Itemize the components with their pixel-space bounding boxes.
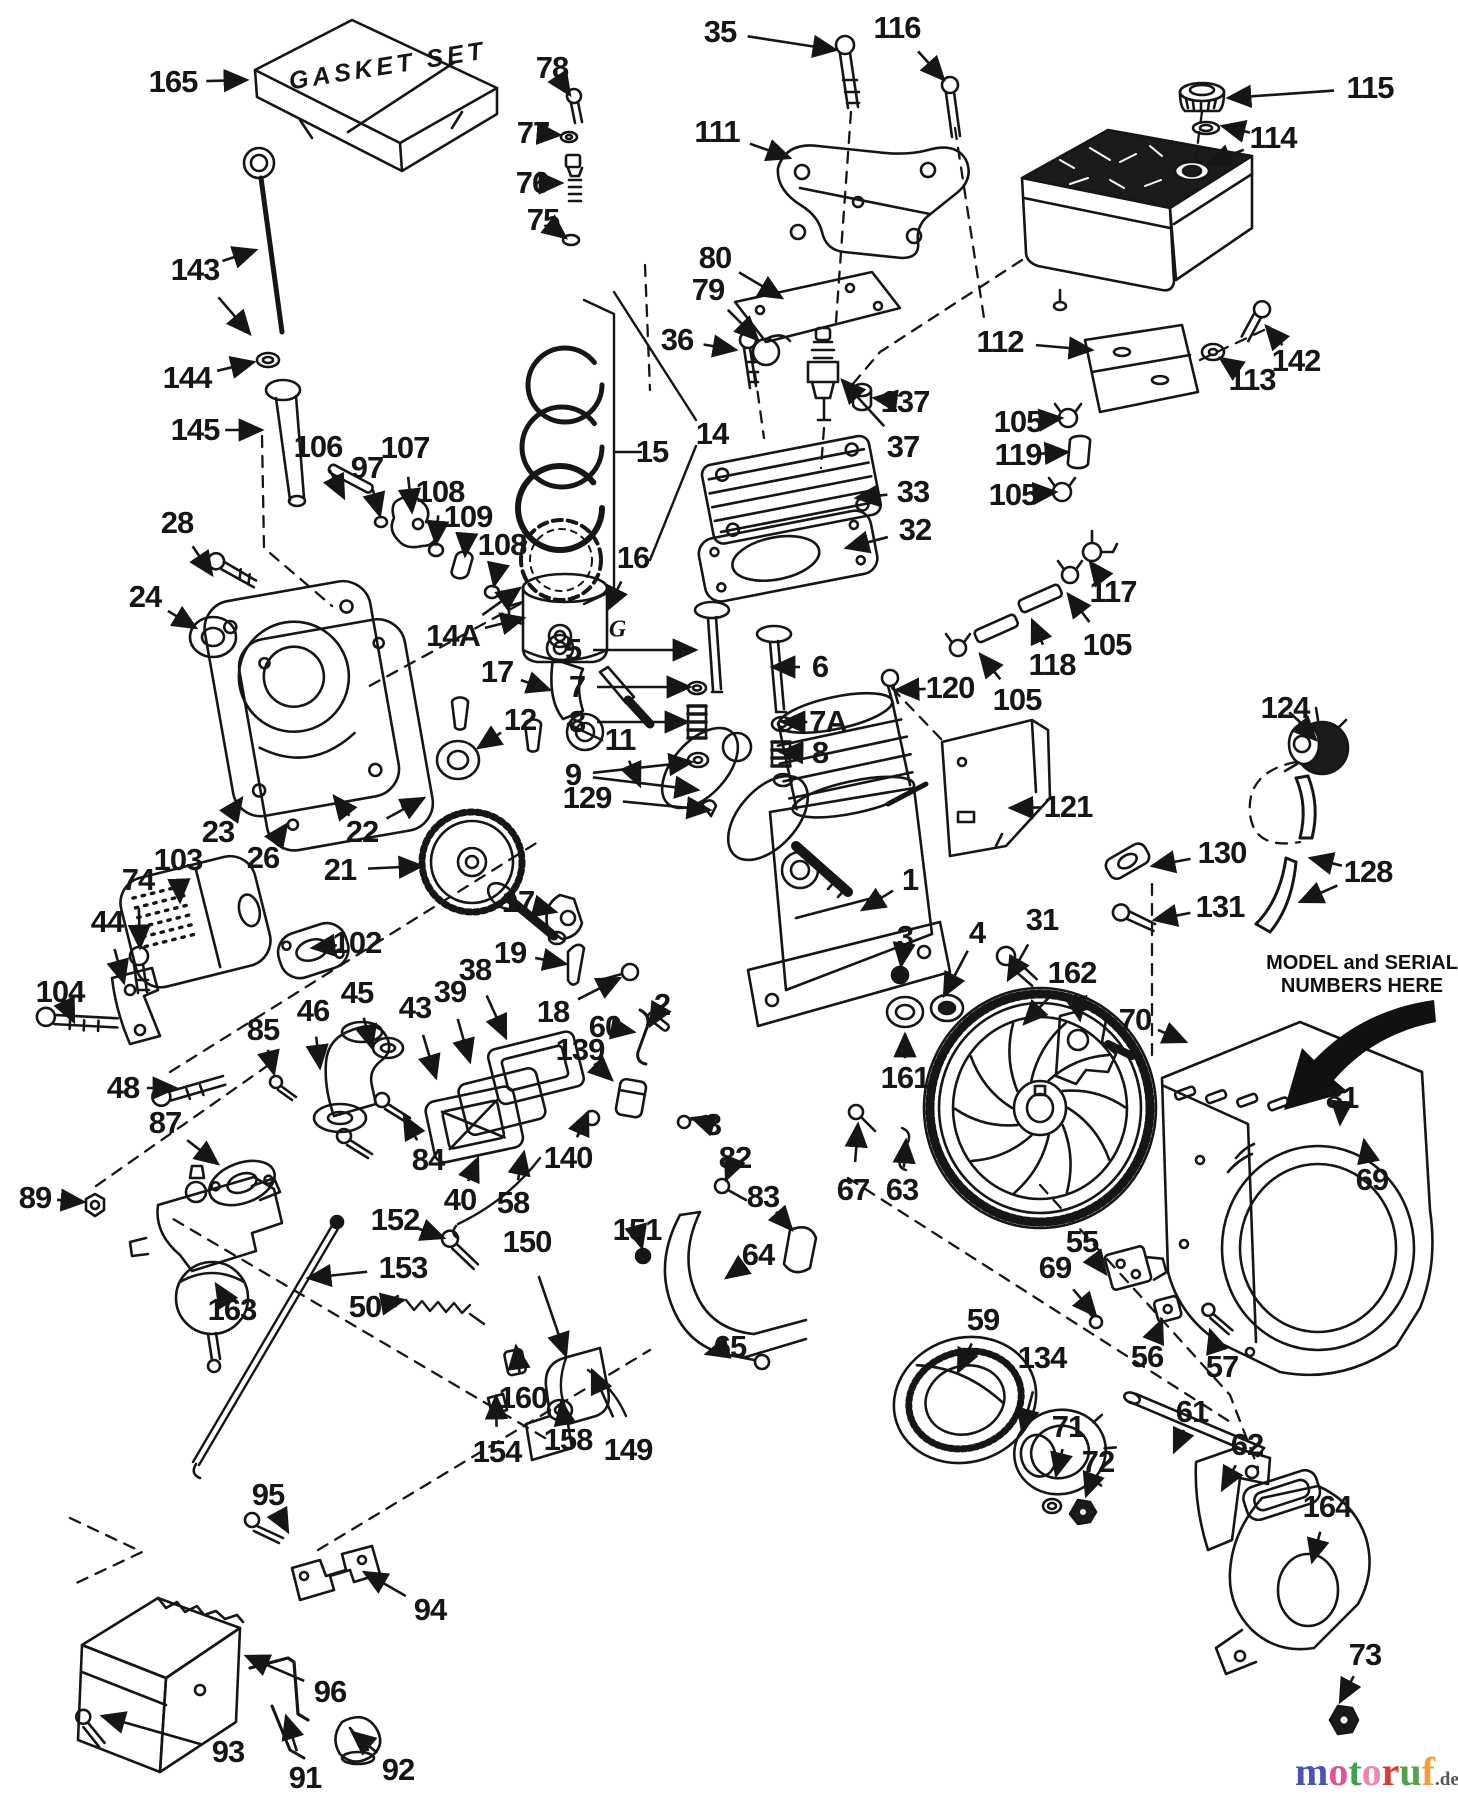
clip-56: [1152, 1294, 1183, 1324]
model-serial-note: MODEL and SERIAL NUMBERS HERE: [1262, 952, 1458, 998]
watermark-suffix: .de: [1435, 1769, 1458, 1790]
screw-69: [1081, 1303, 1104, 1330]
gasket-set-box: [253, 18, 499, 173]
screw-152: [440, 1229, 480, 1271]
recoil-starter: [1214, 1468, 1371, 1676]
bracket-44: [110, 966, 162, 1046]
watermark-letter: o: [1361, 1749, 1382, 1794]
spark-plug: [806, 326, 840, 422]
connecting-rod: [545, 633, 605, 752]
muffler: [119, 854, 272, 989]
intake-gasket-87: [208, 1159, 276, 1207]
terminal-bracket-55: [1103, 1245, 1168, 1291]
cam-followers: [327, 463, 501, 600]
gasket-38: [486, 1030, 586, 1106]
watermark-letter: o: [1328, 1749, 1349, 1794]
brake-lever-62: [1194, 1446, 1272, 1552]
cylinder-baffle-64: [663, 1210, 818, 1359]
speed-control-cluster: [486, 1247, 652, 1462]
crankcase-cover-23: [203, 579, 401, 818]
ignition-coil-40: [424, 1085, 525, 1164]
piston: [507, 572, 609, 664]
fastener-column-75-78: [559, 87, 584, 247]
bottom-cover-box: [76, 1596, 245, 1774]
cover-gasket-26: [237, 618, 435, 852]
exhaust-gasket-102: [276, 921, 350, 980]
bolt-93: [74, 1708, 106, 1749]
bushing-137: [851, 382, 873, 412]
screw-85: [268, 1074, 298, 1102]
bolt-31: [995, 945, 1039, 988]
valves: [693, 600, 793, 714]
carburetor: [128, 1164, 284, 1374]
fuel-lines-128: [1254, 774, 1317, 934]
flywheel: [922, 986, 1158, 1230]
head-gasket: [697, 509, 879, 603]
washers-4-161: [885, 993, 965, 1029]
fuel-tank: [1020, 128, 1254, 312]
tappet-pins-22: [450, 696, 543, 753]
watermark-letter: m: [1295, 1749, 1329, 1794]
bolt-28: [206, 551, 258, 589]
motoruf-watermark[interactable]: motoruf.de: [1295, 1748, 1458, 1795]
link-rod-153: [191, 1214, 345, 1480]
bolt-104: [35, 1006, 119, 1033]
moun-bolts-top: [834, 34, 962, 139]
fuel-cap: [1178, 81, 1226, 136]
watermark-letter: r: [1381, 1749, 1400, 1794]
tank-bracket-112: [1083, 299, 1272, 414]
watermark-letter: t: [1348, 1749, 1362, 1794]
nut-72: [1068, 1498, 1098, 1526]
governor-line-cluster: [944, 529, 1119, 658]
baffle-fasteners: [732, 1103, 911, 1371]
oil-seal-24: [188, 615, 238, 659]
camshaft-gear: [418, 808, 567, 946]
nut-73: [1328, 1704, 1360, 1736]
engine-mounting-bracket-111: [776, 144, 970, 260]
starter-pulley-59: [892, 1335, 1038, 1465]
dipstick: [242, 146, 307, 508]
grommet-130: [1104, 842, 1151, 881]
primer-124: [1283, 706, 1350, 776]
point-cover-39: [457, 1067, 547, 1137]
model-serial-line1: MODEL and SERIAL: [1266, 952, 1458, 974]
oil-seal-12: [435, 739, 481, 781]
coil-bolts-84: [335, 1091, 412, 1160]
nut-89: [84, 1192, 106, 1218]
washer-71: [1041, 1497, 1063, 1515]
clamp-bushing-column: [1047, 402, 1092, 503]
piston-rings: [515, 345, 605, 602]
assembly-dashed-lines: [68, 110, 1302, 1588]
bolt-131: [1111, 903, 1157, 933]
crankshaft: [598, 665, 853, 899]
cylinder-block: [746, 691, 952, 1028]
starter-hub-162: [1054, 1006, 1136, 1086]
intake-elbow: [312, 1020, 405, 1134]
model-serial-arrow: [1284, 1000, 1436, 1110]
bracket-94: [290, 1544, 382, 1602]
governor-spring-50: [392, 1294, 486, 1326]
watermark-letter: u: [1399, 1749, 1422, 1794]
tank-support-121: [940, 718, 1052, 858]
starter-cup-134: [1012, 1408, 1118, 1496]
bracket-lines-14-15: [582, 290, 698, 606]
screw-95: [243, 1511, 285, 1545]
governor-rod-61: [1123, 1391, 1266, 1458]
model-serial-line2: NUMBERS HERE: [1280, 975, 1444, 997]
blower-housing: [1160, 1020, 1434, 1377]
knob-92: [334, 1715, 382, 1766]
points-and-links: [452, 943, 910, 1240]
throttle-rod-96: [248, 1656, 310, 1722]
watermark-letter: f: [1421, 1749, 1435, 1794]
